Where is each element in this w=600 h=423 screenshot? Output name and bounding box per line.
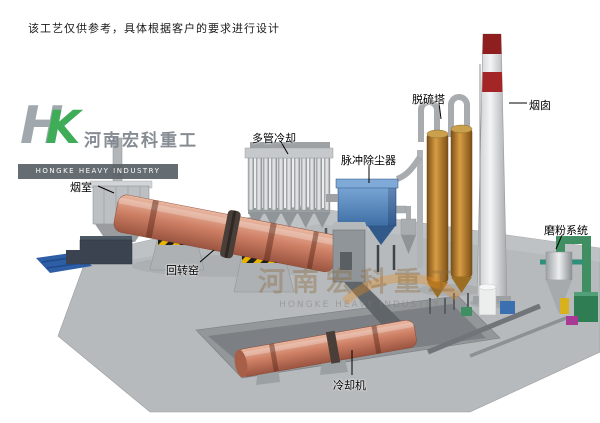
leader-lines xyxy=(97,102,563,375)
company-logo: HK 河南宏科重工 HONGKE HEAVY INDUSTRY xyxy=(18,100,196,184)
label-rotary-kiln: 回转窑 xyxy=(166,264,199,277)
watermark-swoosh xyxy=(341,273,462,306)
cyclone-shape xyxy=(400,206,417,254)
label-grinding-system: 磨粉系统 xyxy=(544,224,588,237)
rotary-kiln-shape xyxy=(113,194,339,273)
cooler-machine-shape xyxy=(234,319,417,378)
logo-letter-h: H xyxy=(20,96,64,156)
kiln-head-housing xyxy=(330,222,368,283)
logo-monogram: HK xyxy=(20,100,80,152)
label-smoke-chamber: 烟室 xyxy=(70,181,92,194)
logo-company-name-cn: 河南宏科重工 xyxy=(84,131,198,151)
disclaimer-text: 该工艺仅供参考，具体根据客户的要求进行设计 xyxy=(28,22,280,35)
logo-company-name-en: HONGKE HEAVY INDUSTRY xyxy=(18,164,178,179)
multi-tube-cooler-shape xyxy=(244,142,334,266)
label-chimney: 烟囱 xyxy=(529,99,551,112)
grinding-system-shape xyxy=(540,236,598,325)
conveyors-shape xyxy=(427,303,567,358)
outlet-duct xyxy=(395,155,423,182)
label-multi-tube-cooler: 多管冷却 xyxy=(252,132,296,145)
desulfurization-towers-shape xyxy=(418,94,473,314)
transfer-chute xyxy=(344,282,404,332)
riser-pipe xyxy=(417,150,423,268)
label-cooler: 冷却机 xyxy=(333,379,366,392)
logo-letter-k: K xyxy=(45,101,81,154)
pulse-dust-collector-shape xyxy=(326,178,399,272)
slurry-tanks-shape xyxy=(461,283,515,316)
label-desulfurization-tower: 脱硫塔 xyxy=(412,93,445,106)
label-pulse-dust-collector: 脉冲除尘器 xyxy=(341,154,396,167)
